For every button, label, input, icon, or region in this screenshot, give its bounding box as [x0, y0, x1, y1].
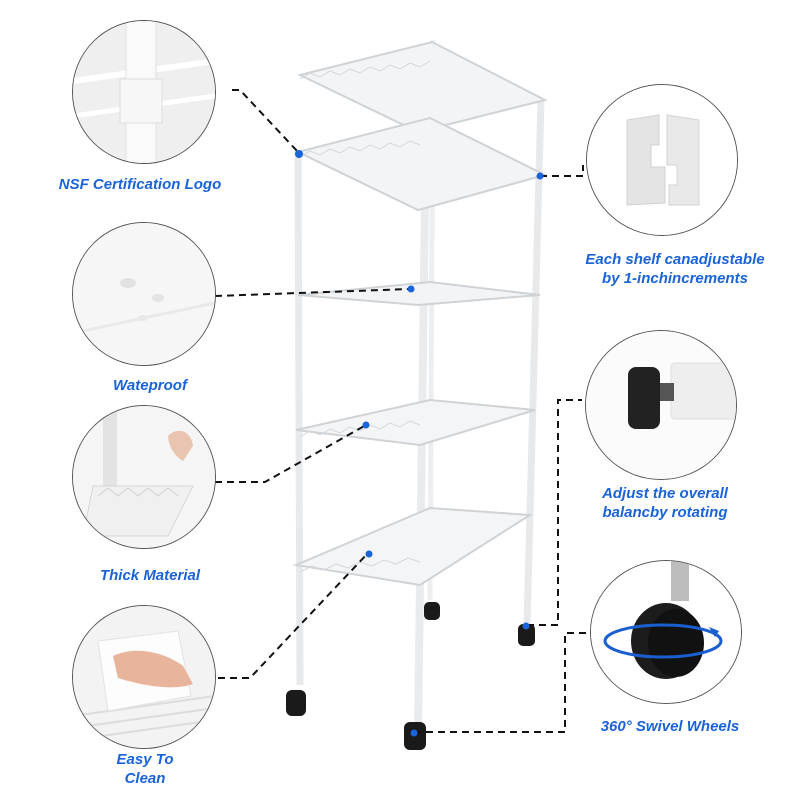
leveling-foot-closeup-image: [585, 330, 737, 480]
nsf-closeup-image: [72, 20, 216, 164]
swivel-wheels-label: 360° Swivel Wheels: [600, 718, 740, 735]
callout-dots: [295, 150, 544, 737]
caster-wheel-icon: [591, 561, 741, 703]
waterproof-label: Wateproof: [113, 377, 187, 394]
nsf-label: NSF Certification Logo: [58, 176, 222, 193]
sleeve-clip-icon: [587, 85, 737, 235]
hand-wiping-icon: [73, 606, 215, 748]
wire-shelf-unit: [292, 39, 548, 736]
leveling-knob-icon: [586, 331, 736, 479]
easy-clean-label-line1: Easy To: [116, 751, 174, 768]
easy-clean-closeup-image: [72, 605, 216, 749]
waterproof-closeup-image: [72, 222, 216, 366]
leveling-label: Adjust the overall balancby rotating: [575, 484, 755, 522]
thick-material-closeup-image: [72, 405, 216, 549]
thick-material-label: Thick Material: [99, 567, 201, 584]
hand-liner-icon: [73, 406, 215, 548]
callout-connectors: [214, 89, 590, 733]
water-droplet-icon: [73, 223, 215, 365]
easy-clean-label: Easy To Clean: [70, 750, 220, 788]
easy-clean-label-line2: Clean: [124, 770, 166, 787]
swivel-wheel-closeup-image: [590, 560, 742, 704]
adjustable-shelf-label-line1: Each shelf canadjustable: [585, 251, 765, 268]
adjustable-shelf-label: Each shelf canadjustable by 1-inchincrem…: [555, 250, 795, 288]
caster-wheels: [286, 602, 535, 750]
shelf-clip-closeup-image: [586, 84, 738, 236]
adjustable-shelf-label-line2: by 1-inchincrements: [602, 270, 748, 287]
pole-joint-icon: [73, 21, 215, 163]
leveling-label-line1: Adjust the overall: [602, 485, 728, 502]
leveling-label-line2: balancby rotating: [602, 504, 728, 521]
